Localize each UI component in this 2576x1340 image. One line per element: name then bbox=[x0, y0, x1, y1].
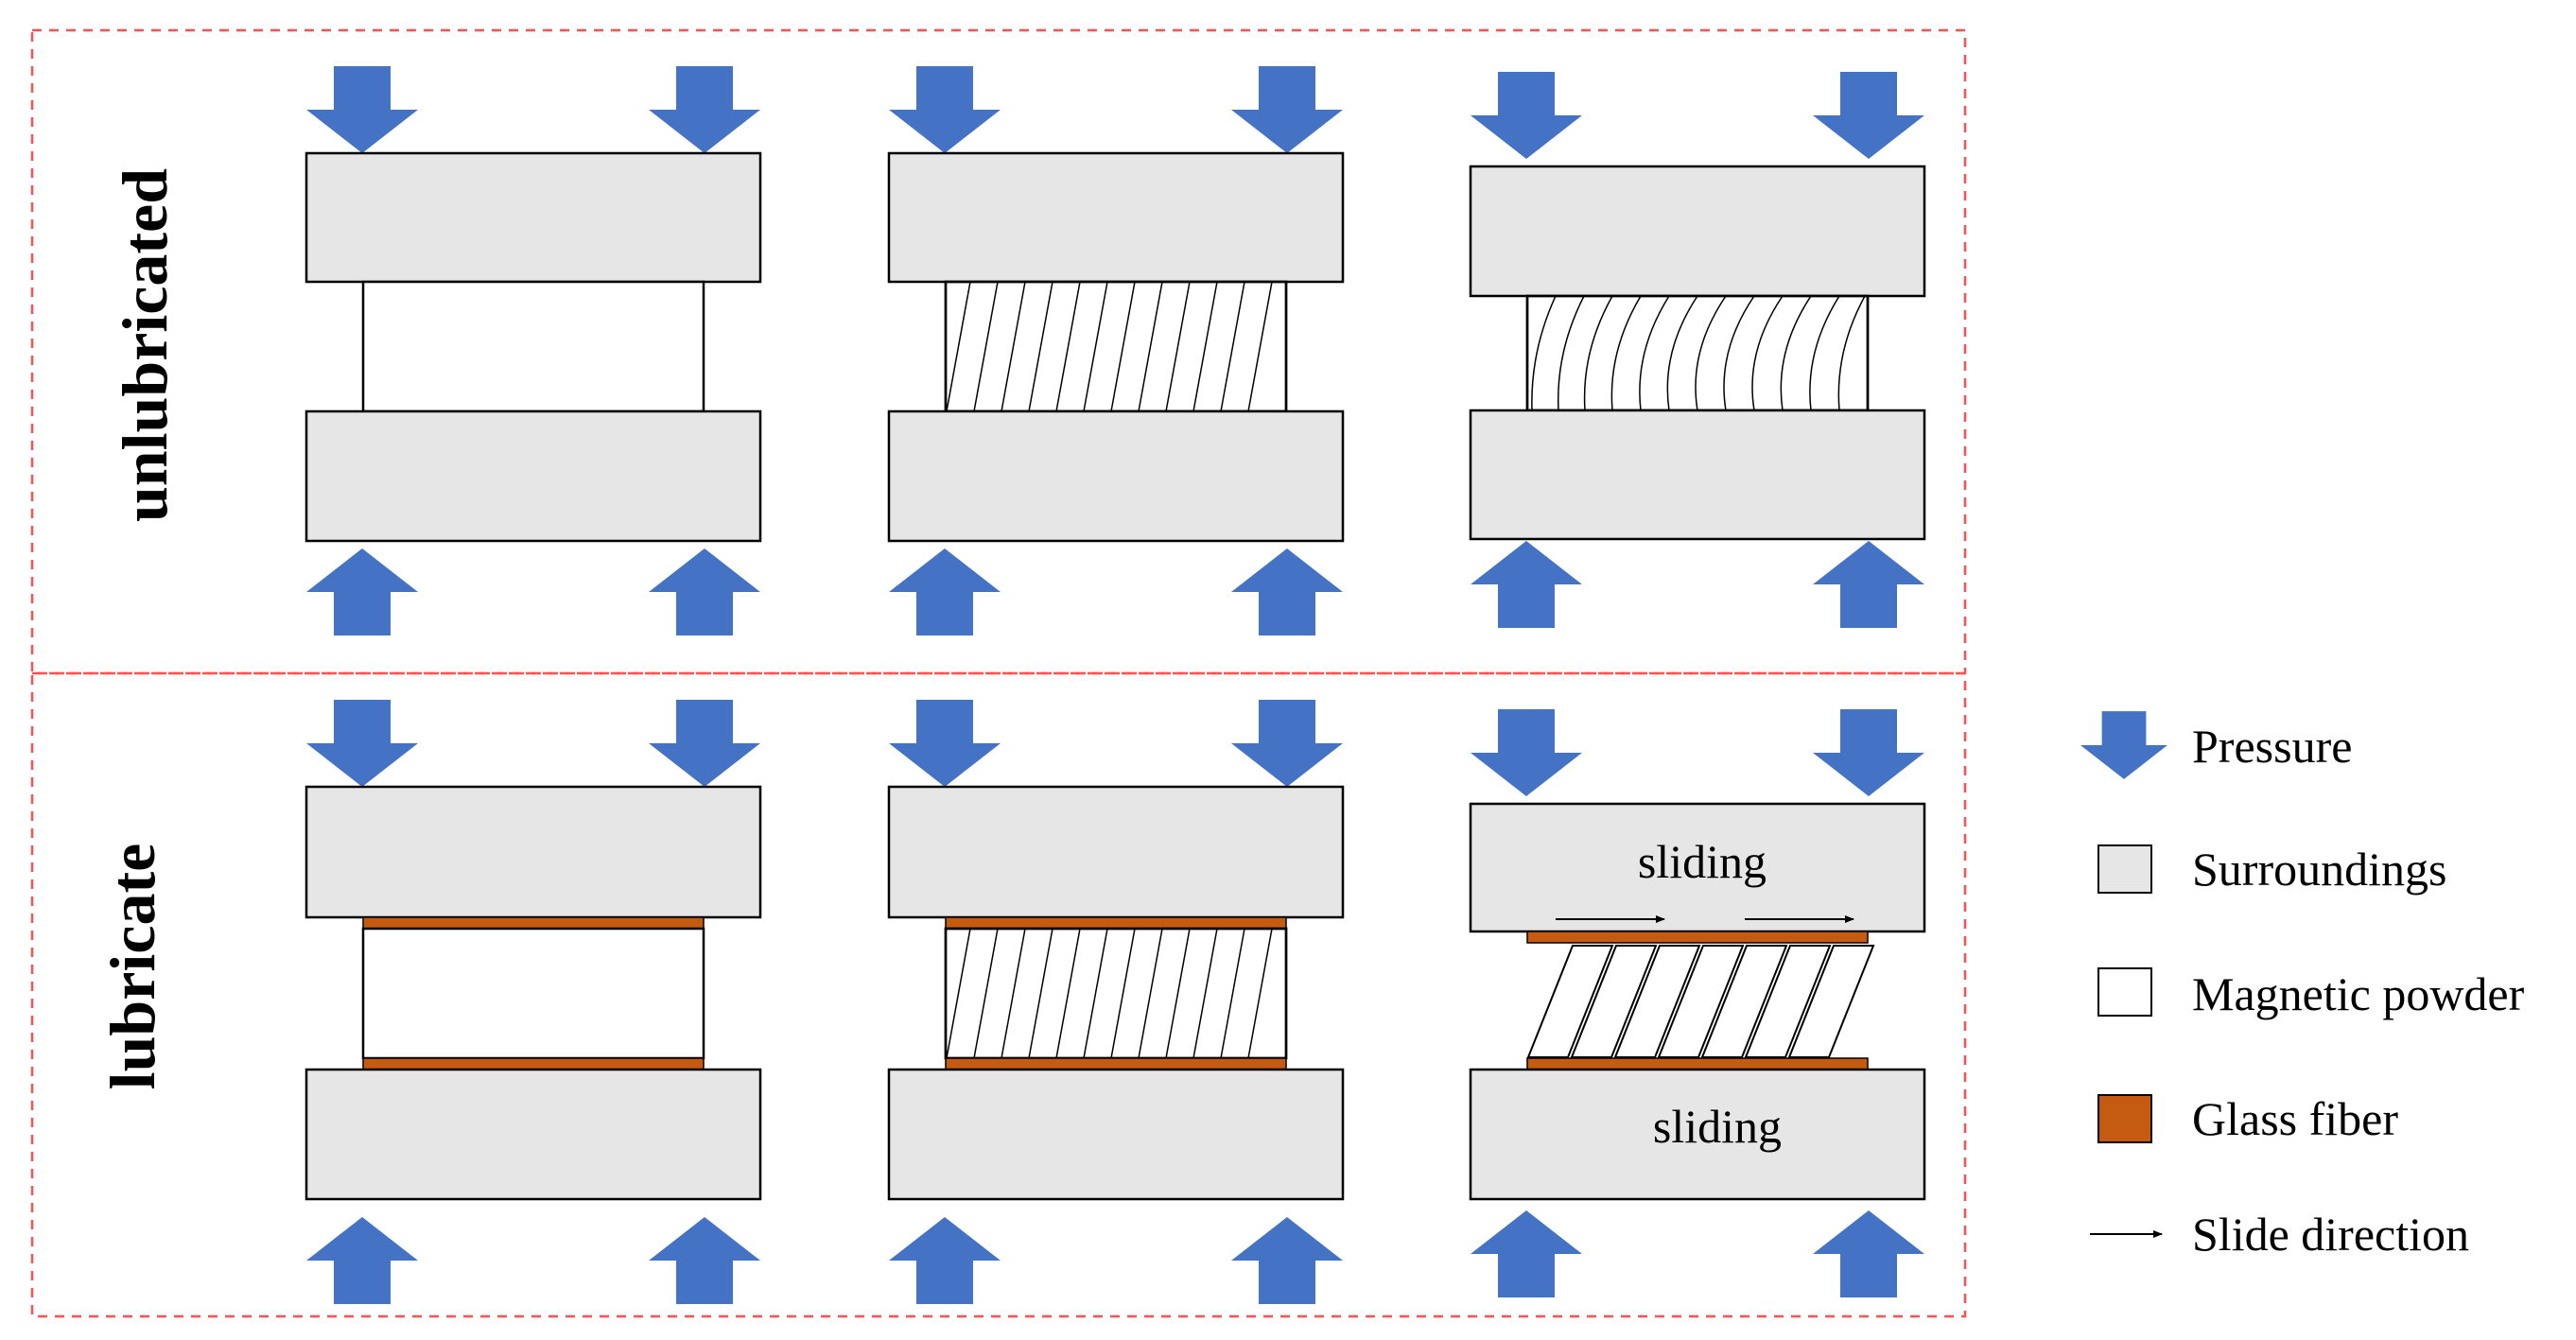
magnetic-powder bbox=[944, 927, 1288, 1060]
panel-lubricated-aligned bbox=[887, 700, 1345, 1304]
surrounding-top bbox=[1469, 802, 1926, 933]
legend-label: Magnetic powder bbox=[2192, 967, 2525, 1020]
glass-fiber-top bbox=[1526, 931, 1869, 944]
pressure-arrow-icon bbox=[649, 1217, 760, 1304]
surrounding-top bbox=[1469, 165, 1926, 298]
row-label-lubricated: lubricate bbox=[96, 844, 168, 1090]
pressure-arrow-icon bbox=[1471, 541, 1582, 628]
surrounding-bottom bbox=[1469, 1068, 1926, 1201]
glass-fiber-bottom bbox=[1526, 1057, 1869, 1070]
tilted-powder-particles bbox=[1526, 945, 1875, 1058]
glass-fiber-top bbox=[945, 916, 1287, 930]
surrounding-top bbox=[887, 785, 1345, 919]
row-label-unlubricated: unlubricated bbox=[109, 168, 181, 522]
pressure-arrow-icon bbox=[889, 700, 1001, 787]
pressure-arrow-icon bbox=[1471, 72, 1582, 159]
surrounding-bottom bbox=[1469, 409, 1926, 541]
surrounding-bottom bbox=[887, 409, 1345, 543]
pressure-arrow-icon bbox=[1813, 709, 1924, 796]
powder-curved-lines bbox=[1531, 296, 1866, 410]
panel-unlubricated-aligned bbox=[887, 66, 1345, 635]
legend-label: Glass fiber bbox=[2192, 1092, 2398, 1145]
glass-fiber-bottom bbox=[945, 1057, 1287, 1070]
orange-box-icon bbox=[2097, 1094, 2152, 1143]
gray-box-icon bbox=[2097, 844, 2152, 894]
pressure-arrow-icon bbox=[1813, 72, 1924, 159]
pressure-arrow-icon bbox=[1231, 66, 1343, 153]
sliding-label-bottom: sliding bbox=[1653, 1100, 1782, 1153]
magnetic-powder bbox=[361, 280, 705, 413]
panel-lubricated-initial bbox=[305, 700, 762, 1304]
surrounding-top bbox=[305, 151, 762, 284]
pressure-arrow-icon bbox=[1231, 700, 1343, 787]
legend-item-slide-direction: Slide direction bbox=[2090, 1208, 2469, 1261]
magnetic-powder bbox=[1525, 294, 1870, 412]
magnetic-powder bbox=[944, 280, 1288, 413]
pressure-arrow-icon bbox=[1231, 1217, 1343, 1304]
glass-fiber-top bbox=[362, 916, 705, 930]
pressure-arrow-icon bbox=[306, 1217, 418, 1304]
frame-unlubricated bbox=[30, 28, 1967, 675]
powder-alignment-lines bbox=[946, 282, 1273, 411]
surrounding-bottom bbox=[305, 409, 762, 543]
white-box-icon bbox=[2097, 967, 2152, 1017]
magnetic-powder bbox=[361, 927, 705, 1060]
pressure-arrow-icon bbox=[306, 66, 418, 153]
pressure-arrow-icon bbox=[649, 66, 760, 153]
pressure-arrow-icon bbox=[889, 548, 1001, 635]
powder-alignment-lines bbox=[946, 929, 1273, 1058]
sliding-label-top: sliding bbox=[1638, 835, 1767, 888]
surrounding-bottom bbox=[887, 1068, 1345, 1201]
pressure-arrow-icon bbox=[1813, 541, 1924, 628]
legend-item-surroundings: Surroundings bbox=[2097, 843, 2446, 896]
pressure-arrow-icon bbox=[1813, 1210, 1924, 1297]
legend-item-magnetic-powder: Magnetic powder bbox=[2097, 967, 2525, 1020]
legend-item-glass-fiber: Glass fiber bbox=[2097, 1092, 2398, 1145]
pressure-arrow-icon bbox=[649, 548, 760, 635]
pressure-arrow-icon bbox=[889, 66, 1001, 153]
surrounding-top bbox=[887, 151, 1345, 284]
legend-label: Pressure bbox=[2192, 720, 2352, 773]
pressure-arrow-icon bbox=[306, 548, 418, 635]
surrounding-top bbox=[305, 785, 762, 919]
pressure-arrow-icon bbox=[1471, 1210, 1582, 1297]
glass-fiber-bottom bbox=[362, 1057, 705, 1070]
frame-lubricated bbox=[30, 671, 1967, 1318]
surrounding-bottom bbox=[305, 1068, 762, 1201]
pressure-arrow-icon bbox=[2080, 711, 2167, 779]
legend: Pressure Surroundings Magnetic powder Gl… bbox=[2080, 711, 2525, 1261]
panel-unlubricated-initial bbox=[305, 66, 762, 635]
legend-label: Slide direction bbox=[2192, 1208, 2469, 1261]
pressure-arrow-icon bbox=[1471, 709, 1582, 796]
pressure-arrow-icon bbox=[889, 1217, 1001, 1304]
panel-lubricated-sliding: sliding sliding bbox=[1469, 709, 1926, 1297]
pressure-arrow-icon bbox=[649, 700, 760, 787]
pressure-arrow-icon bbox=[306, 700, 418, 787]
pressure-arrow-icon bbox=[1231, 548, 1343, 635]
panel-unlubricated-compacted bbox=[1469, 72, 1926, 628]
legend-label: Surroundings bbox=[2192, 843, 2446, 896]
legend-item-pressure: Pressure bbox=[2080, 711, 2352, 779]
